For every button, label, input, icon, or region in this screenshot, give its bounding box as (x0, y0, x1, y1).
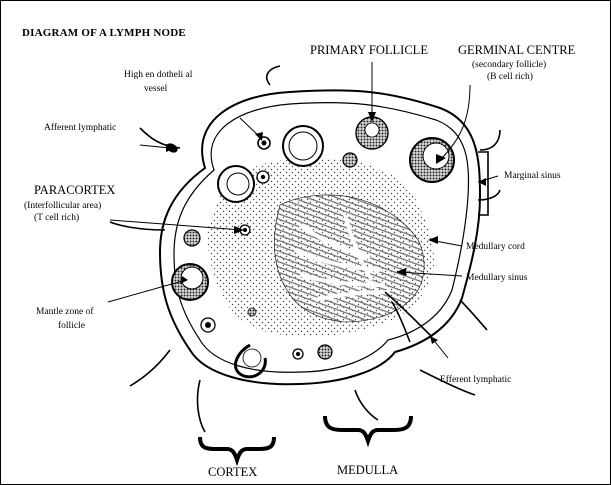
medulla-brace (325, 416, 411, 441)
label-cortex: CORTEX (208, 465, 257, 479)
label-mantle-zone-1: Mantle zone of (36, 306, 94, 317)
label-medullary-cord: Medullary cord (466, 242, 525, 252)
label-afferent-lymphatic: Afferent lymphatic (44, 122, 116, 133)
follicle-bottom (235, 345, 265, 377)
label-paracortex-sub1: (Interfollicular area) (24, 200, 101, 211)
label-medullary-sinus: Medullary sinus (466, 273, 528, 283)
high-endothelial-vessel (258, 137, 270, 149)
label-marginal-sinus: Marginal sinus (504, 171, 561, 181)
diagram-title: DIAGRAM OF A LYMPH NODE (22, 27, 186, 39)
follicle-left-top (218, 166, 254, 202)
label-germinal-centre: GERMINAL CENTRE (458, 43, 576, 57)
label-paracortex: PARACORTEX (34, 183, 115, 197)
label-efferent-lymphatic: Efferent lymphatic (440, 374, 511, 385)
follicle-top-mid (283, 126, 323, 166)
germinal-centre-follicle (410, 138, 454, 182)
label-germinal-sub1: (secondary follicle) (472, 59, 546, 70)
label-germinal-sub2: (B cell rich) (487, 71, 533, 82)
label-medulla: MEDULLA (337, 463, 398, 477)
label-high-endothelial-2: vessel (144, 84, 168, 94)
label-paracortex-sub2: (T cell rich) (34, 212, 79, 223)
label-mantle-zone-2: follicle (58, 320, 85, 331)
cortex-brace (200, 437, 274, 460)
label-primary-follicle: PRIMARY FOLLICLE (310, 43, 428, 57)
label-high-endothelial-1: High en dotheli al (124, 70, 193, 80)
